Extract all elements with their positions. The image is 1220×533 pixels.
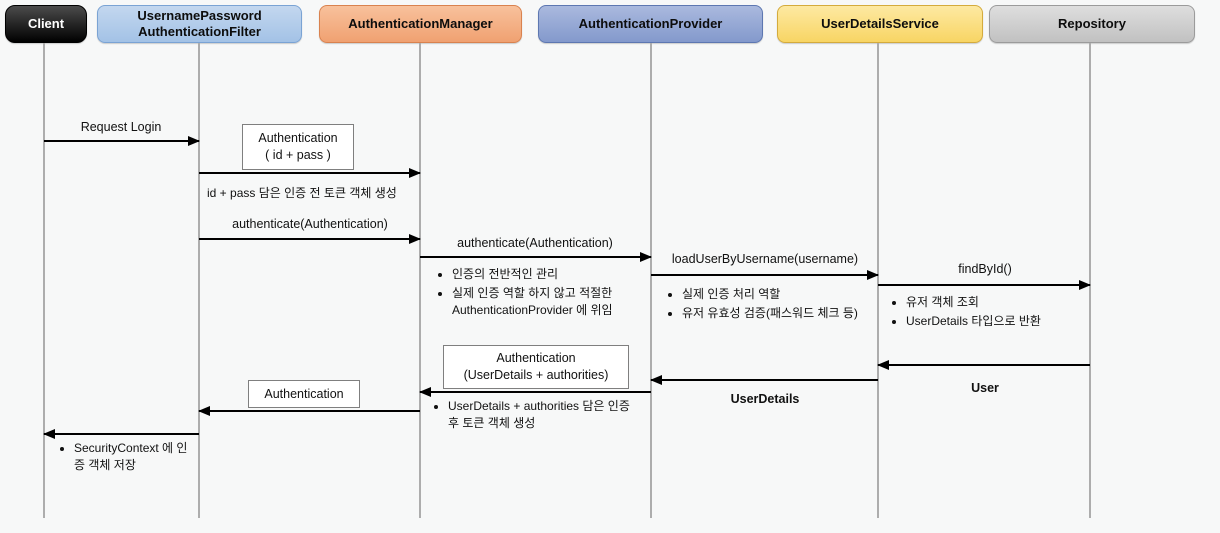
uds-bullet: UserDetails 타입으로 반환 (906, 313, 1084, 330)
actor-authentication-manager: AuthenticationManager (319, 5, 522, 43)
arrow-request-login (44, 136, 200, 146)
message-label-return-user-details: UserDetails (730, 392, 800, 406)
lifeline-provider (650, 43, 652, 518)
arrow-load-user (651, 270, 879, 280)
arrow-return-manager-to-filter (198, 406, 420, 416)
message-label-find-by-id: findById() (958, 262, 1012, 276)
provider-bullet: 유저 유효성 검증(패스워드 체크 등) (682, 305, 874, 322)
annotation-security-context: SecurityContext 에 인증 객체 저장 (52, 440, 192, 476)
message-label-request-login: Request Login (80, 120, 162, 134)
message-label-authenticate-2: authenticate(Authentication) (457, 236, 613, 250)
annotation-provider-role: 실제 인증 처리 역할 유저 유효성 검증(패스워드 체크 등) (660, 286, 874, 324)
arrow-create-pre-token (199, 168, 421, 178)
note-authentication-return: Authentication (248, 380, 360, 408)
annotation-post-token: UserDetails + authorities 담은 인증 후 토큰 객체 … (426, 398, 644, 434)
manager-bullet: 실제 인증 역할 하지 않고 적절한 AuthenticationProvide… (452, 285, 644, 319)
actor-authentication-provider: AuthenticationProvider (538, 5, 763, 43)
actor-user-details-service: UserDetailsService (777, 5, 983, 43)
actor-client: Client (5, 5, 87, 43)
lifeline-client (43, 43, 45, 518)
arrow-authenticate-2 (420, 252, 652, 262)
arrow-return-user-details (650, 375, 878, 385)
arrow-return-user (877, 360, 1090, 370)
lifeline-filter (198, 43, 200, 518)
actor-repository: Repository (989, 5, 1195, 43)
security-context-bullet: SecurityContext 에 인증 객체 저장 (74, 440, 192, 474)
arrow-return-filter-to-client (43, 429, 199, 439)
lifeline-manager (419, 43, 421, 518)
manager-bullet: 인증의 전반적인 관리 (452, 266, 644, 283)
note-authentication-user-details: Authentication (UserDetails + authoritie… (443, 345, 629, 389)
post-token-bullet: UserDetails + authorities 담은 인증 후 토큰 객체 … (448, 398, 644, 432)
lifeline-uds (877, 43, 879, 518)
annotation-uds-role: 유저 객체 조회 UserDetails 타입으로 반환 (884, 294, 1084, 332)
provider-bullet: 실제 인증 처리 역할 (682, 286, 874, 303)
arrow-return-provider-to-manager (419, 387, 651, 397)
message-label-authenticate-1: authenticate(Authentication) (232, 217, 388, 231)
message-label-load-user: loadUserByUsername(username) (671, 252, 859, 266)
note-authentication-id-pass: Authentication ( id + pass ) (242, 124, 354, 170)
uds-bullet: 유저 객체 조회 (906, 294, 1084, 311)
actor-authentication-filter: UsernamePassword AuthenticationFilter (97, 5, 302, 43)
arrow-find-by-id (878, 280, 1091, 290)
annotation-manager-role: 인증의 전반적인 관리 실제 인증 역할 하지 않고 적절한 Authentic… (430, 266, 644, 320)
message-label-return-user: User (971, 381, 999, 395)
annotation-pre-token: id + pass 담은 인증 전 토큰 객체 생성 (207, 186, 397, 200)
arrow-authenticate-1 (199, 234, 421, 244)
